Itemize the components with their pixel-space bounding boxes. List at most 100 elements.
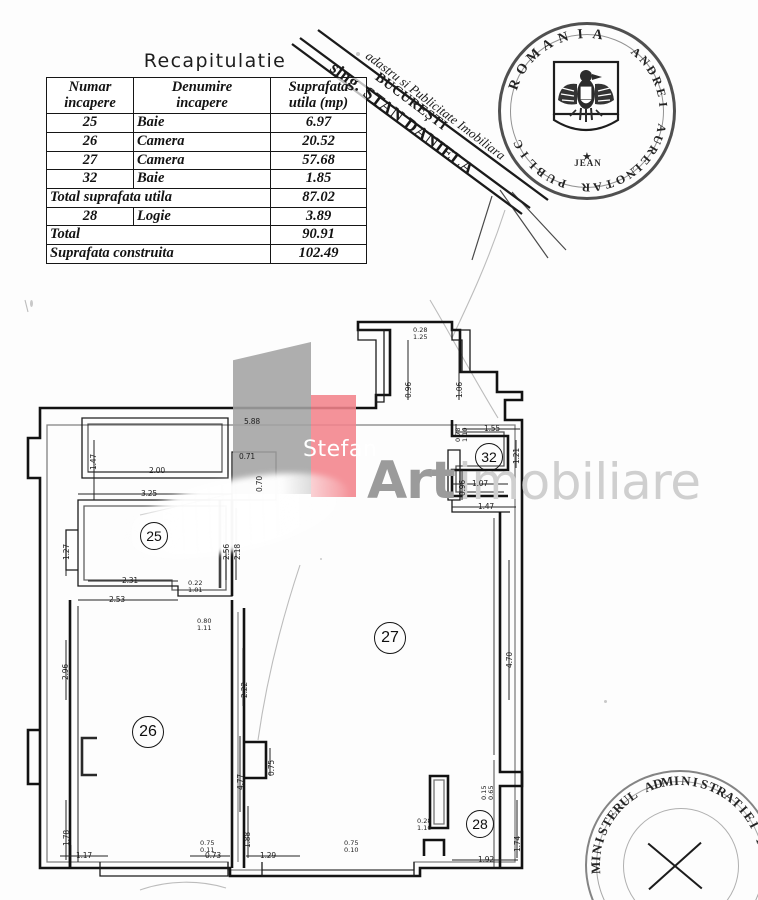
cell-denumire: Logie (133, 206, 271, 227)
dimension-stack-bottom: 1.01 (188, 585, 203, 594)
cell-total-utila-value: 87.02 (270, 187, 367, 208)
dimension-label: 1.88 (243, 832, 252, 848)
dimension-stack: 0.22 1.01 (188, 580, 202, 593)
dimension-label: 4.70 (505, 652, 514, 668)
dimension-label: 2.56 (222, 544, 231, 560)
dimension-stack-top: 0.28 (413, 326, 428, 334)
column-header-denumire-line1: Denumire (171, 79, 233, 95)
dimension-label: 1.29 (260, 851, 276, 860)
dimension-stack-bottom: 0.11 (200, 845, 215, 854)
recapitulatie-table: Numar incapere Denumire incapere Suprafa… (46, 76, 367, 264)
dimension-label: 1.74 (513, 836, 522, 852)
column-header-numar-line1: Numar (68, 79, 112, 95)
cell-numar: 28 (46, 206, 134, 227)
recapitulatie-panel: Recapitulatie Numar incapere Denumire in… (46, 50, 367, 264)
dimension-label: 1.47 (478, 502, 494, 511)
cell-suprafata: 1.85 (270, 169, 367, 189)
table-row: 26 Camera 20.52 (46, 131, 367, 152)
dimension-label: 1.55 (484, 424, 500, 433)
cell-numar: 26 (46, 131, 134, 152)
cell-total-utila-label: Total suprafata utila (46, 187, 271, 208)
table-row: 32 Baie 1.85 (46, 169, 367, 189)
column-header-suprafata-line1: Suprafata (288, 79, 349, 95)
stamp-star-icon: ★ (582, 151, 592, 163)
dimension-stack-bottom: 1.11 (197, 623, 212, 632)
dimension-label: 0.75 (267, 760, 276, 776)
dimension-label: 0.73 (205, 851, 221, 860)
column-header-denumire-line2: incapere (176, 94, 228, 111)
scan-artifact (604, 700, 607, 703)
cell-denumire: Camera (133, 131, 271, 152)
table-summary-row-total: Total 90.91 (46, 225, 367, 245)
dimension-stack-top: 0.28 (417, 817, 432, 825)
cell-numar: 27 (46, 150, 134, 171)
cell-construita-value: 102.49 (270, 243, 367, 264)
dimension-stack-bottom: 1.10 (460, 427, 469, 442)
room-number-32: 32 (475, 443, 503, 471)
dimension-label: 1.17 (76, 851, 92, 860)
dimension-stack-bottom: 0.10 (344, 845, 359, 854)
dimension-label: 1.47 (89, 454, 98, 470)
stamp-outer-ring (498, 22, 676, 200)
cell-suprafata: 57.68 (270, 150, 367, 171)
table-row: 25 Baie 6.97 (46, 113, 367, 133)
table-row: 27 Camera 57.68 (46, 150, 367, 171)
dimension-label: 2.96 (61, 664, 70, 680)
dimension-label: 4.77 (236, 774, 245, 790)
recapitulatie-title: Recapitulatie (143, 50, 287, 72)
dimension-label: 2.31 (122, 576, 138, 585)
room-number-28: 28 (466, 810, 494, 838)
room-number-25: 25 (140, 522, 168, 550)
watermark-brand-prefix: Stefan (303, 437, 378, 462)
dimension-label: 2.22 (240, 682, 249, 698)
scan-artifact (320, 558, 322, 560)
dimension-stack-bottom: 1.25 (413, 332, 428, 341)
cell-denumire: Baie (133, 169, 271, 189)
dimension-stack: 0.78 1.10 (454, 427, 469, 442)
dimension-stack: 0.28 1.25 (413, 327, 427, 340)
dimension-label: 3.25 (141, 489, 157, 498)
watermark-gray-block (233, 342, 311, 494)
table-summary-row-total-utila: Total suprafata utila 87.02 (46, 187, 367, 208)
dimension-label: 1.06 (455, 382, 464, 398)
dimension-label: 1.78 (62, 830, 71, 846)
scan-artifact (30, 300, 33, 307)
dimension-label: 1.07 (472, 479, 488, 488)
column-header-suprafata-line2: utila (mp) (288, 94, 349, 111)
dimension-stack-bottom: 1.10 (417, 823, 432, 832)
romanian-coat-of-arms-icon (552, 60, 620, 131)
column-header-numar-line2: incapere (64, 94, 116, 111)
scan-artifact (356, 52, 360, 56)
cell-construita-label: Suprafata construita (46, 243, 271, 264)
dimension-label: 0.71 (239, 452, 255, 461)
cell-total-value: 90.91 (270, 225, 367, 245)
dimension-stack: 0.28 1.10 (417, 818, 431, 831)
room-number-26: 26 (132, 716, 164, 748)
table-summary-row-construita: Suprafata construita 102.49 (46, 243, 367, 264)
dimension-label: 0.96 (458, 480, 467, 496)
dimension-stack-top: 0.75 (200, 839, 215, 847)
dimension-stack-top: 0.22 (188, 579, 203, 587)
dimension-label: 1.27 (62, 544, 71, 560)
dimension-stack: 0.75 0.11 (200, 840, 214, 853)
cell-denumire: Baie (133, 113, 271, 133)
dimension-stack: 0.75 0.10 (344, 840, 358, 853)
dimension-label: 0.96 (404, 382, 413, 398)
cell-suprafata: 3.89 (270, 206, 367, 227)
dimension-label: 1.92 (478, 855, 494, 864)
dimension-stack-bottom: 0.65 (486, 785, 495, 800)
dimension-stack-top: 0.80 (197, 617, 212, 625)
dimension-stack: 0.15 0.65 (480, 785, 495, 800)
cell-suprafata: 6.97 (270, 113, 367, 133)
dimension-label: 2.18 (233, 544, 242, 560)
room-number-27: 27 (374, 622, 406, 654)
cell-numar: 25 (46, 113, 134, 133)
dimension-stack: 0.80 1.11 (197, 618, 211, 631)
watermark-brand-main: Art (367, 451, 456, 511)
table-header-row: Numar incapere Denumire incapere Suprafa… (46, 76, 367, 115)
stamp-center-text: JEAN (574, 158, 602, 168)
dimension-label: 2.00 (149, 466, 165, 475)
